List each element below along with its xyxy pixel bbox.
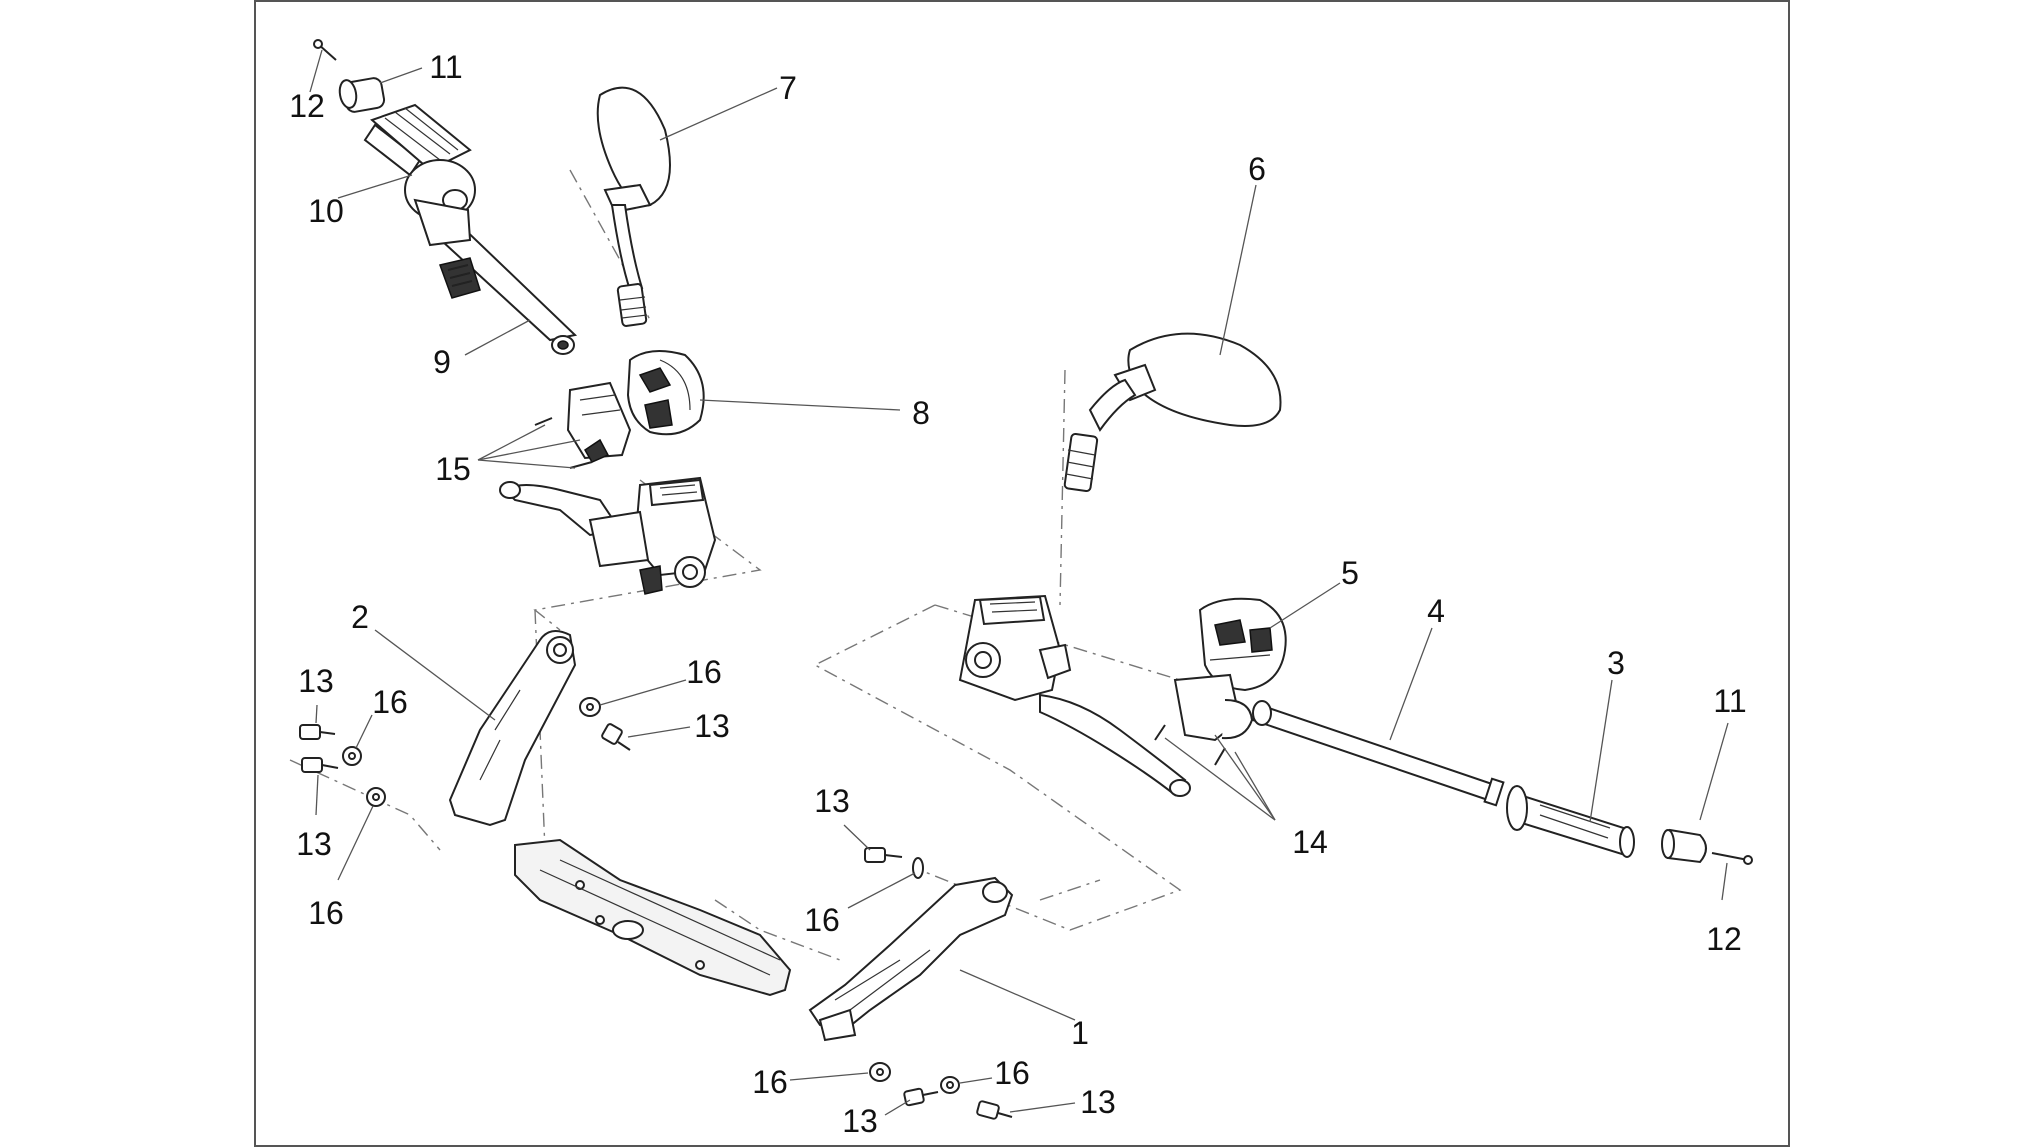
callout-8: 8 (912, 395, 930, 431)
callout-14: 14 (1292, 824, 1328, 860)
callout-16e: 16 (752, 1064, 788, 1100)
callout-6: 6 (1248, 151, 1266, 187)
callout-4: 4 (1427, 593, 1445, 629)
left-bar-end-weight (338, 77, 386, 113)
callout-16d: 16 (804, 902, 840, 938)
right-grip (1506, 785, 1635, 858)
callout-13c: 13 (694, 708, 730, 744)
bolt-13c (601, 723, 631, 751)
callout-15: 15 (435, 451, 471, 487)
callout-13a: 13 (298, 663, 334, 699)
right-mirror (1063, 332, 1282, 493)
left-switch-housing (626, 350, 705, 436)
washer-16d (912, 857, 924, 879)
callout-12b: 12 (1706, 921, 1742, 957)
callout-13b: 13 (296, 826, 332, 862)
left-master-cylinder (588, 476, 717, 595)
bolt-13d (864, 847, 903, 863)
bolt-13f (976, 1100, 1013, 1120)
callout-16b: 16 (308, 895, 344, 931)
left-switch-cover (534, 381, 632, 469)
riser-left (448, 630, 577, 827)
washer-16a (342, 746, 362, 766)
leader-lines (309, 49, 1729, 1116)
bolt-13e (903, 1087, 939, 1107)
callout-3: 3 (1607, 645, 1625, 681)
callout-2: 2 (351, 599, 369, 635)
assembly-dash-lines (289, 169, 1182, 961)
callout-16c: 16 (686, 654, 722, 690)
washer-16c (579, 697, 601, 717)
callout-13e: 13 (842, 1103, 878, 1139)
washer-16e (869, 1062, 891, 1082)
washer-16b (366, 787, 386, 807)
callout-11b: 11 (1713, 683, 1746, 719)
callout-10: 10 (308, 193, 344, 229)
callout-7: 7 (779, 70, 797, 106)
bolt-13b (301, 757, 339, 773)
left-bar-end-screw (313, 39, 337, 61)
callout-12a: 12 (289, 88, 325, 124)
left-switch-connector (439, 257, 481, 299)
left-mirror (596, 86, 671, 327)
callout-labels: 1 2 3 4 5 6 7 8 9 10 11 11 12 12 13 13 1… (289, 49, 1746, 1139)
right-bar-end-screw (1711, 852, 1753, 865)
right-brake-lever (1039, 693, 1191, 797)
washer-16f (940, 1076, 960, 1094)
right-master-cylinder (958, 594, 1072, 702)
right-handlebar-tube (1251, 700, 1505, 807)
diagram-frame (254, 0, 1790, 1147)
callout-13d: 13 (814, 783, 850, 819)
callout-11a: 11 (429, 49, 462, 85)
callout-13f: 13 (1080, 1084, 1116, 1120)
riser-right (808, 876, 1014, 1042)
callout-1: 1 (1071, 1015, 1089, 1051)
callout-5: 5 (1341, 555, 1359, 591)
callout-9: 9 (433, 344, 451, 380)
callout-16a: 16 (372, 684, 408, 720)
callout-16f: 16 (994, 1055, 1030, 1091)
left-grip (363, 103, 476, 247)
right-bar-end-weight (1661, 828, 1707, 864)
cross-brace (514, 838, 792, 997)
bolt-13a (299, 724, 336, 740)
